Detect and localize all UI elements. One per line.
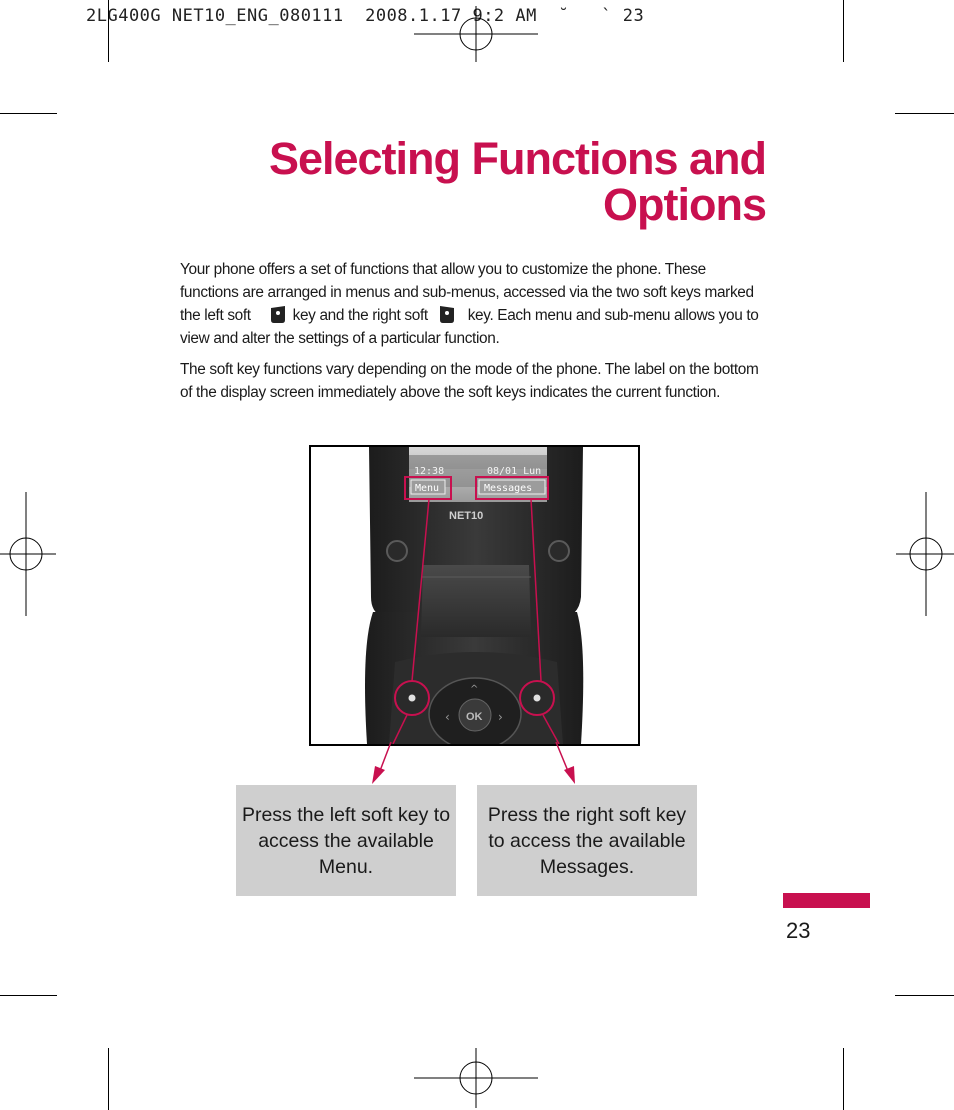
svg-text:^: ^ [470, 684, 478, 695]
body-text: Your phone offers a set of functions tha… [180, 258, 766, 412]
registration-mark-icon [896, 492, 954, 616]
left-label-highlight [404, 476, 452, 500]
registration-mark-icon [414, 1048, 538, 1108]
crop-mark [843, 0, 844, 62]
crop-mark [108, 0, 109, 62]
crop-mark [0, 995, 57, 996]
ok-label: OK [466, 711, 483, 723]
right-label-highlight [475, 476, 549, 500]
crop-mark [843, 1048, 844, 1110]
screen-right-label-bg [478, 479, 546, 495]
screen-left-label: Menu [415, 483, 439, 494]
registration-mark-icon [0, 492, 56, 616]
ok-button [458, 698, 492, 732]
screen-left-label-bg [410, 479, 446, 495]
phone-drawing: 12:38 08/01 Lun Menu Messages NET10 OK ^… [365, 447, 584, 744]
paragraph-1: Your phone offers a set of functions tha… [180, 258, 766, 350]
left-soft-key-callout: Press the left soft key to access the av… [236, 785, 456, 896]
page-title: Selecting Functions and Options [166, 133, 767, 230]
callout-arrows [372, 741, 575, 784]
crop-mark [108, 1048, 109, 1110]
crop-mark [895, 995, 954, 996]
registration-mark-icon [414, 6, 538, 62]
page-title-line1: Selecting Functions and [268, 133, 767, 184]
screen-date: 08/01 Lun [487, 466, 541, 477]
left-arrow-icon [372, 766, 385, 784]
svg-text:›: › [498, 710, 503, 724]
left-soft-key-icon [270, 306, 285, 323]
page-number: 23 [786, 918, 811, 943]
phone-illustration: 12:38 08/01 Lun Menu Messages NET10 OK ^… [309, 445, 640, 746]
crop-mark [895, 113, 954, 114]
right-arrow-icon [564, 766, 575, 784]
print-header: 2LG400G NET10_ENG_080111 2008.1.17 9:2 A… [86, 6, 645, 26]
crop-mark [0, 113, 57, 114]
paragraph-1-part2: key and the right soft [292, 307, 429, 324]
svg-text:‹: ‹ [445, 710, 450, 724]
page-number-bar [783, 893, 870, 908]
screen-right-label: Messages [484, 483, 532, 494]
right-soft-key-icon [439, 306, 454, 323]
right-soft-key-callout: Press the right soft key to access the a… [477, 785, 697, 896]
phone-hinge [421, 565, 531, 637]
page-title-line2: Options [603, 179, 767, 230]
brand-logo: NET10 [449, 510, 483, 522]
paragraph-2: The soft key functions vary depending on… [180, 361, 759, 401]
paragraph-1-part1: Your phone offers a set of functions tha… [180, 261, 754, 324]
screen-time: 12:38 [414, 466, 444, 477]
paragraph-1-part3: key. Each menu and sub-menu allows you t… [180, 307, 759, 347]
